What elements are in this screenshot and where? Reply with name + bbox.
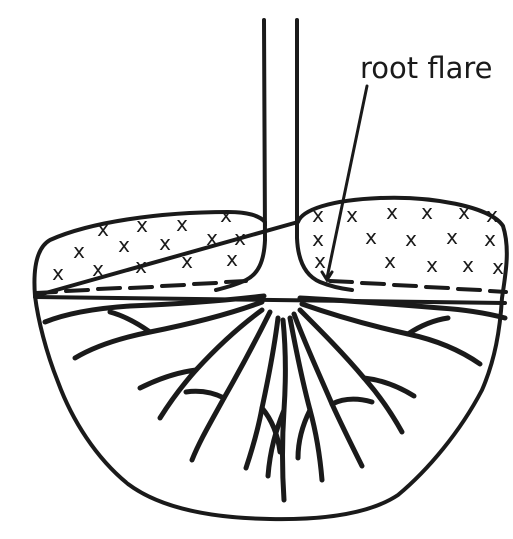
soil-x-mark: x (220, 203, 232, 227)
soil-x-mark: x (206, 226, 218, 250)
soil-x-mark: x (159, 231, 171, 255)
soil-x-mark: x (176, 212, 188, 236)
soil-x-mark: x (458, 200, 470, 224)
soil-x-mark: x (492, 255, 504, 279)
soil-x-mark: x (52, 261, 64, 285)
soil-x-mark: x (421, 200, 433, 224)
soil-x-mark: x (73, 239, 85, 263)
soil-x-mark: x (365, 225, 377, 249)
root-left-3 (110, 312, 150, 332)
soil-x-mark: x (405, 227, 417, 251)
soil-x-mark: x (486, 203, 498, 227)
soil-x-mark: x (446, 225, 458, 249)
root-flare-label: root flare (360, 51, 493, 85)
soil-x-mark: x (226, 247, 238, 271)
root-right-7 (332, 399, 372, 404)
root-left-7 (186, 391, 224, 398)
soil-x-mark: x (484, 227, 496, 251)
soil-x-mark: x (136, 213, 148, 237)
soil-x-mark: x (386, 200, 398, 224)
soil-x-mark: x (384, 249, 396, 273)
root-right-2 (302, 304, 480, 364)
dashed-fill-line-right (330, 281, 506, 292)
soil-x-mark: x (97, 217, 109, 241)
soil-x-mark: x (312, 203, 324, 227)
root-flare-leader-line (327, 86, 367, 278)
soil-x-mark: x (181, 249, 193, 273)
soil-x-mark: x (92, 257, 104, 281)
soil-x-mark: x (314, 249, 326, 273)
root-right-3 (408, 318, 448, 334)
soil-x-mark: x (462, 253, 474, 277)
soil-x-mark: x (346, 203, 358, 227)
root-right-9 (298, 410, 310, 458)
soil-x-mark: x (426, 253, 438, 277)
ground-line (35, 297, 505, 303)
soil-x-mark: x (118, 233, 130, 257)
soil-x-mark: x (135, 254, 147, 278)
soil-x-mark: x (312, 227, 324, 251)
